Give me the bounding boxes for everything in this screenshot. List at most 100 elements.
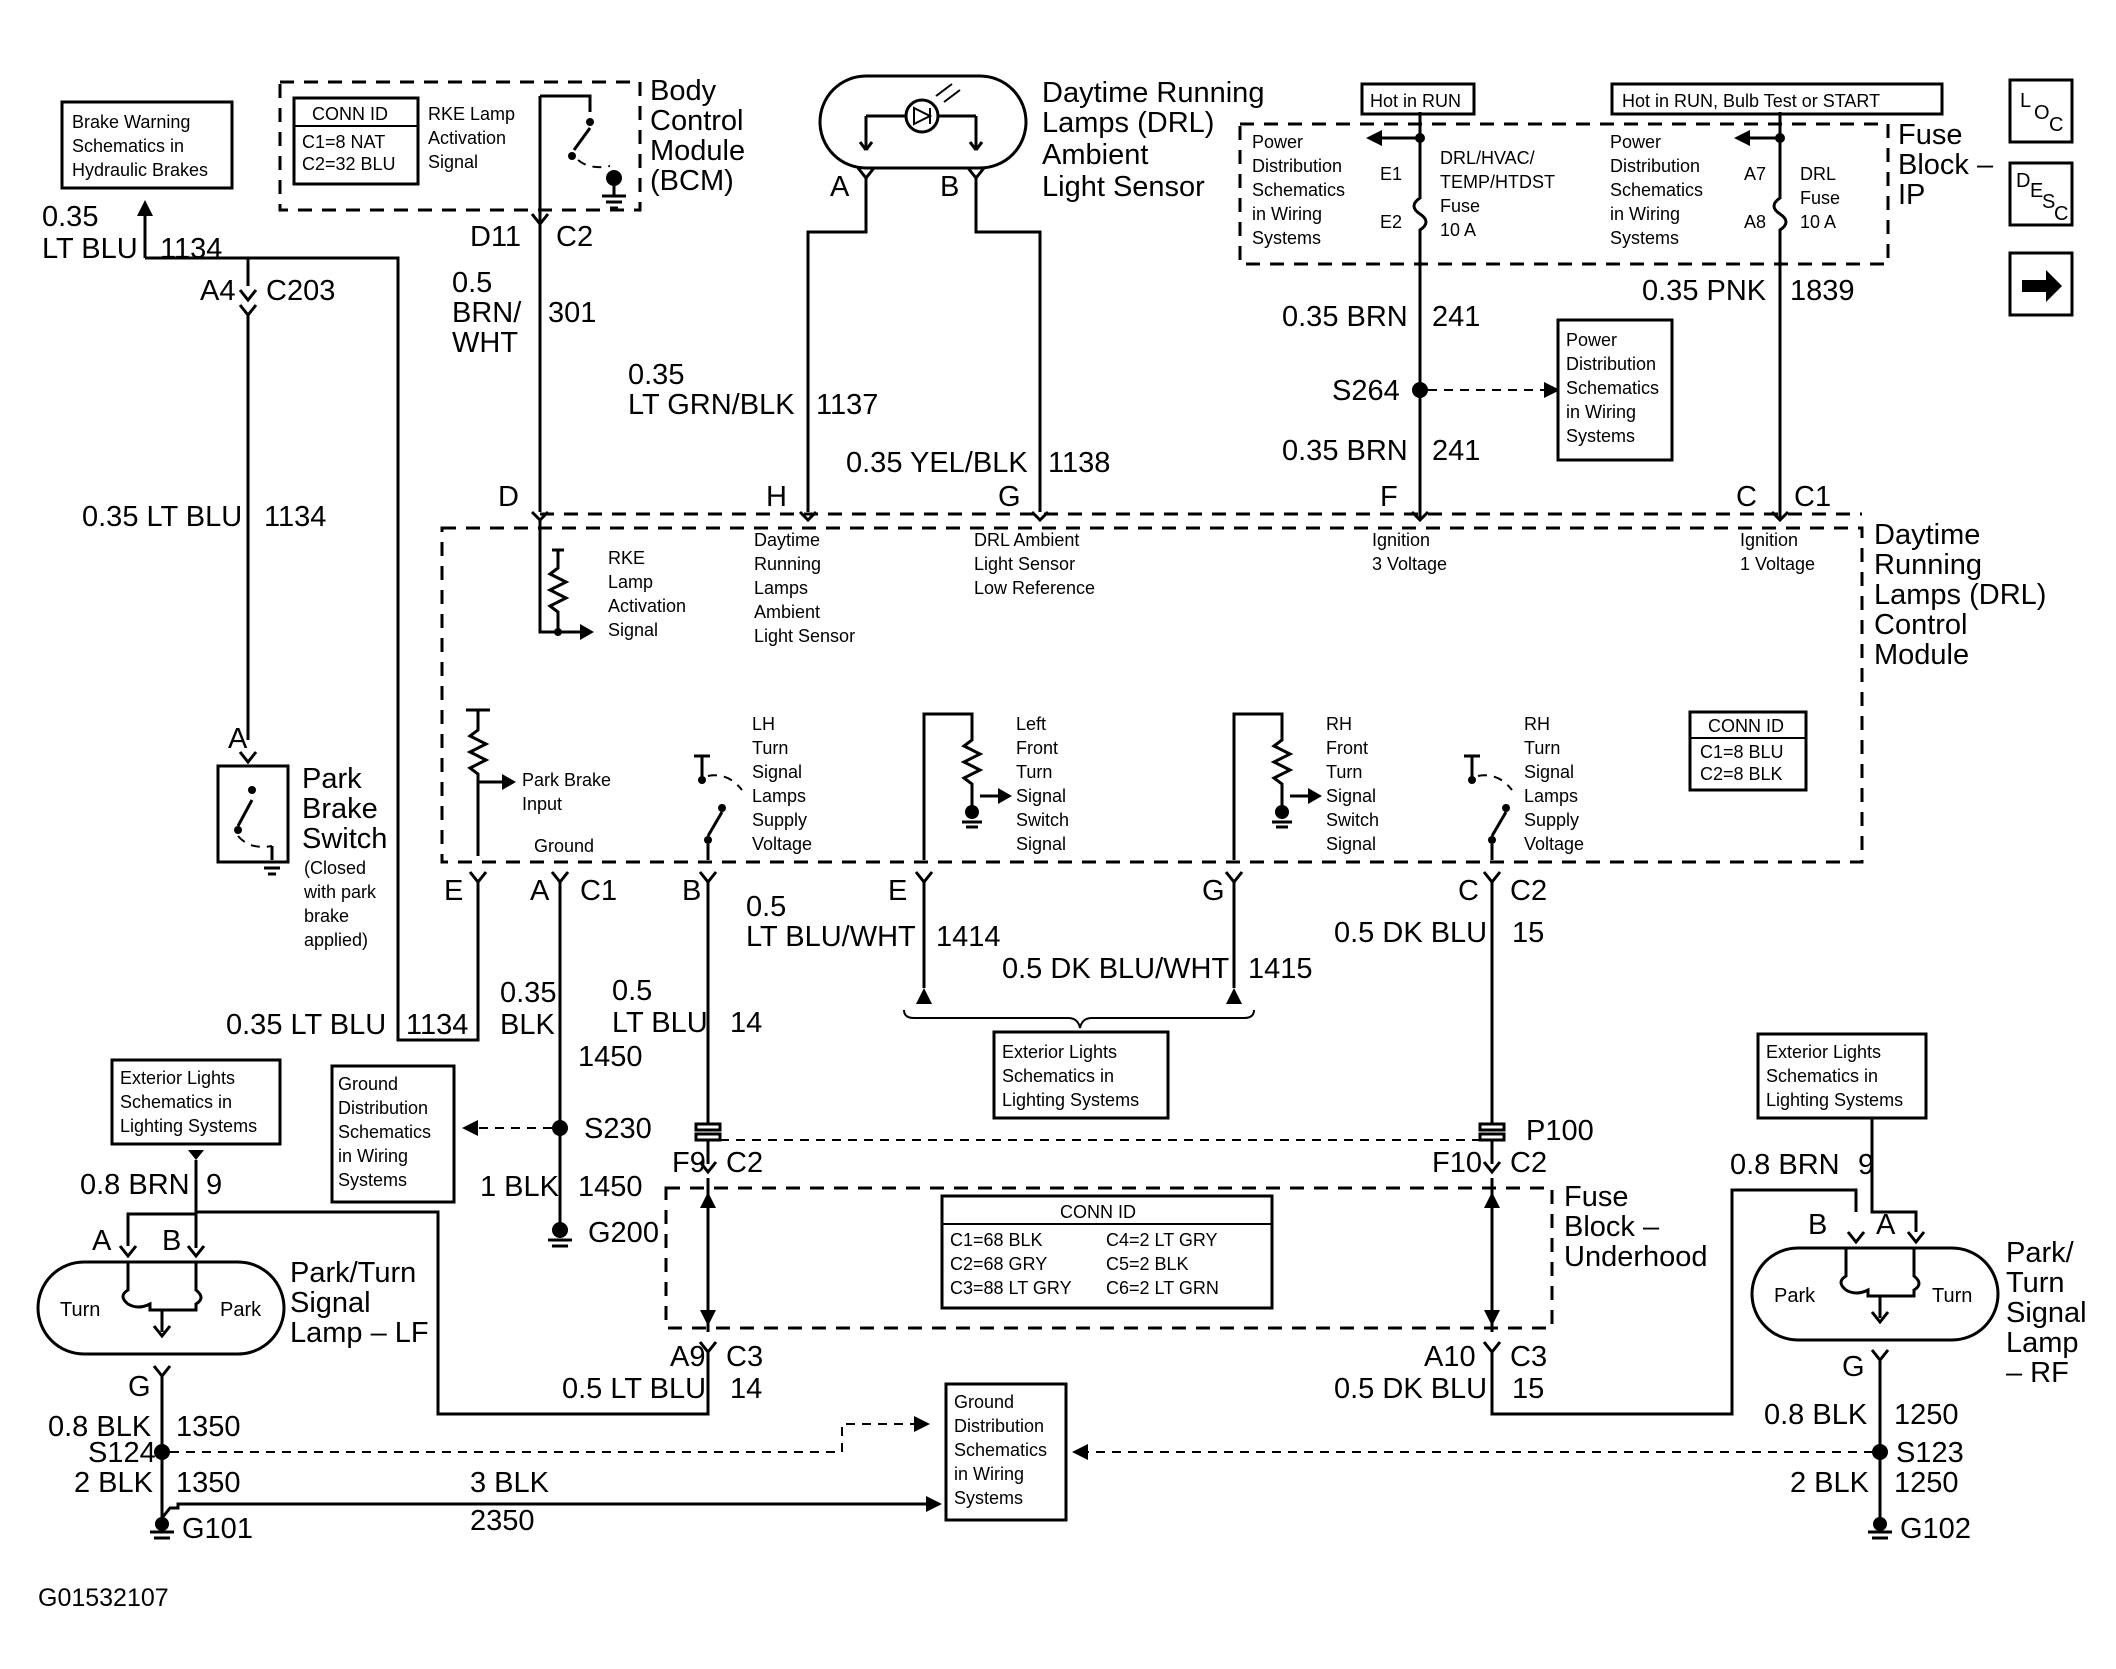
wire-color: LT BLU/WHT [746,921,916,953]
module-label: 1 Voltage [1740,554,1815,574]
module-label: Signal [752,762,802,782]
fuse-label: Fuse [1440,196,1480,216]
fuse-label: DRL [1800,164,1836,184]
circuit-number: 14 [730,1373,762,1405]
wire-color: LT BLU [42,233,138,265]
pin-label: A [830,171,850,203]
block-title: Block – [1898,149,1994,181]
ground-label: G102 [1900,1513,1971,1545]
conn-id-line: C6=2 LT GRN [1106,1278,1219,1298]
wire-label: 0.35 LT BLU [226,1009,386,1041]
circuit-number: 241 [1432,301,1480,333]
bulb-label: Turn [1932,1285,1972,1307]
ground-dist-reference-bottom: Ground Distribution Schematics in Wiring… [944,1382,1068,1522]
lamp-title: Lamp [2006,1327,2079,1359]
ref-line: Schematics in [1766,1066,1878,1086]
module-label: RH [1326,714,1352,734]
fuse-label: TEMP/HTDST [1440,172,1555,192]
next-arrow-icon[interactable] [2008,251,2074,317]
module-label: Daytime [754,530,820,550]
block-title: IP [1898,179,1925,211]
module-label: Ambient [754,602,820,622]
wire-label: 0.35 YEL/BLK [846,447,1028,479]
ref-line: in Wiring [954,1464,1024,1484]
pin-label: C [1736,481,1757,513]
connector-pin: A4 [200,275,235,307]
wire-label: 0.8 BLK [1764,1399,1868,1431]
ref-line: Systems [1610,228,1679,248]
svg-text:D: D [2016,170,2030,192]
circuit-number: 1450 [578,1171,643,1203]
pin-label: H [766,481,787,513]
wire-size: 0.5 [452,267,492,299]
module-title: (BCM) [650,165,734,197]
conn-id-line: C1=68 BLK [950,1230,1043,1250]
pin-label: F10 [1432,1147,1482,1179]
circuit-number: 15 [1512,1373,1544,1405]
module-label: RH [1524,714,1550,734]
pin-label: A [92,1225,112,1257]
wire-label: 0.35 BRN [1282,435,1408,467]
conn-id-line: C5=2 BLK [1106,1254,1189,1274]
circuit-number: 1137 [816,389,878,421]
exterior-lights-reference-right: Exterior Lights Schematics in Lighting S… [1756,1032,1928,1120]
module-label: Left [1016,714,1046,734]
pin-label: B [682,875,701,907]
ref-line: Systems [1566,426,1635,446]
pin-label: C1 [580,875,617,907]
pin-label: C1 [1794,481,1831,513]
desc-icon[interactable]: D E S C [2008,161,2074,227]
svg-text:C: C [2049,114,2063,136]
circuit-number: 1250 [1894,1399,1959,1431]
sensor-title: Daytime Running [1042,77,1264,109]
park-brake-switch: A Park Brake Switch (Closed with park br… [216,723,387,950]
exterior-lights-reference-mid: Exterior Lights Schematics in Lighting S… [992,1030,1170,1120]
wire-label: 0.5 DK BLU [1334,1373,1487,1405]
lamp-title: Turn [2006,1267,2065,1299]
conn-id-line: C1=8 NAT [302,132,385,152]
ref-line: Lighting Systems [1766,1090,1903,1110]
circuit-number: 2350 [470,1505,535,1537]
module-label: Signal [1016,786,1066,806]
circuit-number: 1134 [264,501,326,533]
module-label: Ground [534,836,594,856]
ref-line: Brake Warning [72,112,190,132]
circuit-number: 1350 [176,1411,241,1443]
fuse-block-underhood: F9 C2 F10 C2 CONN ID C1=68 BLK C2=68 GRY… [664,1140,1708,1373]
module-label: Ignition [1740,530,1798,550]
block-title: Block – [1564,1211,1660,1243]
circuit-number: 9 [1858,1149,1874,1181]
park-turn-lamp-rf: Park Turn [1750,1246,2000,1342]
hot-label: Hot in RUN, Bulb Test or START [1622,91,1880,111]
bulb-label: Park [1774,1285,1816,1307]
ref-line: Lighting Systems [1002,1090,1139,1110]
pin-label: B [162,1225,181,1257]
splice-label: S123 [1896,1437,1964,1469]
wire-size: 0.35 [42,201,98,233]
module-label: RKE [608,548,645,568]
module-label: Supply [752,810,807,830]
ref-line: Exterior Lights [1766,1042,1881,1062]
body-control-module: CONN ID C1=8 NAT C2=32 BLU RKE Lamp Acti… [278,75,745,226]
fuse-pin: E2 [1380,212,1402,232]
pin-label: C2 [1510,1147,1547,1179]
fuse-pin: E1 [1380,164,1402,184]
module-label: Light Sensor [754,626,855,646]
circuit-number: 1134 [406,1009,468,1041]
sensor-title: Lamps (DRL) [1042,107,1214,139]
svg-text:L: L [2020,90,2031,112]
conn-id-title: CONN ID [1708,716,1784,736]
module-label: LH [752,714,775,734]
drl-ambient-light-sensor: Daytime Running Lamps (DRL) Ambient Ligh… [818,74,1264,203]
loc-icon[interactable]: L O C [2008,78,2074,144]
module-title: Daytime [1874,519,1980,551]
pin-label: D [498,481,519,513]
ref-line: Hydraulic Brakes [72,160,208,180]
module-label: Front [1016,738,1058,758]
ref-line: Systems [338,1170,407,1190]
wire-label: 0.8 BLK [48,1411,152,1443]
ref-line: Distribution [1566,354,1656,374]
device-title: Brake [302,793,378,825]
device-note: with park [303,882,377,902]
ref-line: Schematics [1610,180,1703,200]
